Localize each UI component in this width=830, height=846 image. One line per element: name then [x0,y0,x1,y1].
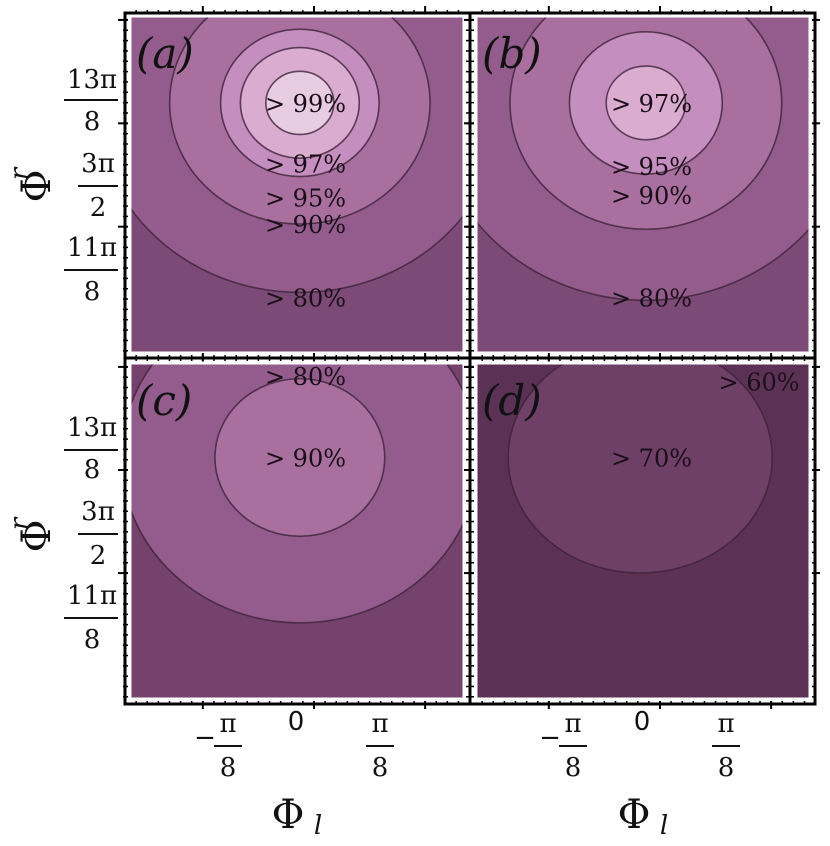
svg-text:8: 8 [84,107,101,137]
panel-label: (c) [136,376,192,425]
svg-text:13π: 13π [67,65,117,95]
svg-text:π: π [717,709,734,739]
contour-label: > 97% [265,150,346,178]
contour-region [605,65,687,141]
panel-a: > 99% > 97% > 95%> 90% > 80% (a) [118,6,474,363]
svg-text:8: 8 [84,625,101,655]
svg-text:0: 0 [634,707,651,737]
contour-label: > 80% [265,363,346,391]
contour-region [507,363,773,574]
svg-text:Φ: Φ [272,792,305,838]
contour-panels: > 99%> 97%> 95%> 90%> 80%(a)> 97%> 95%> … [118,6,820,709]
svg-text:−: − [539,723,561,753]
svg-text:8: 8 [565,753,582,783]
contour-label: > 80% [611,285,692,313]
svg-text:π: π [564,709,581,739]
y-axis-labels: Φ r 13π 8 3π 2 11π 8 Φ r 13π 8 3π 2 11π [5,65,118,655]
contour-label: > 90% [265,445,346,473]
svg-text:−: − [194,723,216,753]
panel-d: > 70% > 60% (d) [464,353,820,709]
contour-label: > 95% [265,185,346,213]
svg-text:0: 0 [288,707,305,737]
svg-text:π: π [219,709,236,739]
svg-text:π: π [371,709,388,739]
contour-label: > 90% [265,211,346,239]
svg-text:Φ: Φ [14,170,60,203]
y-axis-title-bottom: Φ r [5,516,60,552]
svg-text:11π: 11π [67,581,117,611]
contour-label: > 90% [611,182,692,210]
panel-label: (a) [136,29,194,78]
panel-label: (d) [482,376,542,425]
contour-label: > 95% [611,153,692,181]
contour-label: > 99% [265,90,346,118]
y-tick-labels-top: 13π 8 3π 2 11π 8 [64,65,118,307]
x-axis-title-left: Φ l [272,792,323,841]
svg-text:8: 8 [718,753,735,783]
svg-text:3π: 3π [81,497,115,527]
svg-text:8: 8 [220,753,237,783]
y-tick-labels-bottom: 13π 8 3π 2 11π 8 [64,413,118,655]
contour-region [265,70,335,136]
svg-text:Φ: Φ [14,520,60,553]
contour-label: > 70% [611,445,692,473]
svg-text:8: 8 [84,455,101,485]
svg-text:2: 2 [90,193,107,223]
panel-b: > 97% > 95%> 90% > 80% (b) [464,6,820,363]
outer-frame [123,11,817,706]
svg-text:l: l [314,811,322,841]
svg-text:11π: 11π [67,233,117,263]
panel-label: (b) [482,29,542,78]
contour-label: > 60% [719,368,800,396]
x-axis-title-right: Φ l [618,792,669,841]
svg-text:13π: 13π [67,413,117,443]
y-axis-title-top: Φ r [5,166,60,202]
contour-label: > 80% [265,285,346,313]
contour-region [214,377,386,538]
svg-text:8: 8 [84,277,101,307]
svg-text:Φ: Φ [618,792,651,838]
x-axis-labels: − π 8 0 π 8 − π 8 0 π 8 Φ l Φ l [194,707,740,841]
contour-label: > 97% [611,90,692,118]
x-tick-labels-right: − π 8 0 π 8 [539,707,740,783]
svg-text:2: 2 [90,541,107,571]
x-tick-labels-left: − π 8 0 π 8 [194,707,394,783]
svg-text:8: 8 [372,753,389,783]
svg-text:r: r [5,166,35,180]
svg-text:3π: 3π [81,149,115,179]
svg-text:l: l [660,811,668,841]
svg-text:r: r [5,516,35,530]
tick-marks [464,353,820,709]
panel-c: > 90% > 80% (c) [118,353,474,709]
